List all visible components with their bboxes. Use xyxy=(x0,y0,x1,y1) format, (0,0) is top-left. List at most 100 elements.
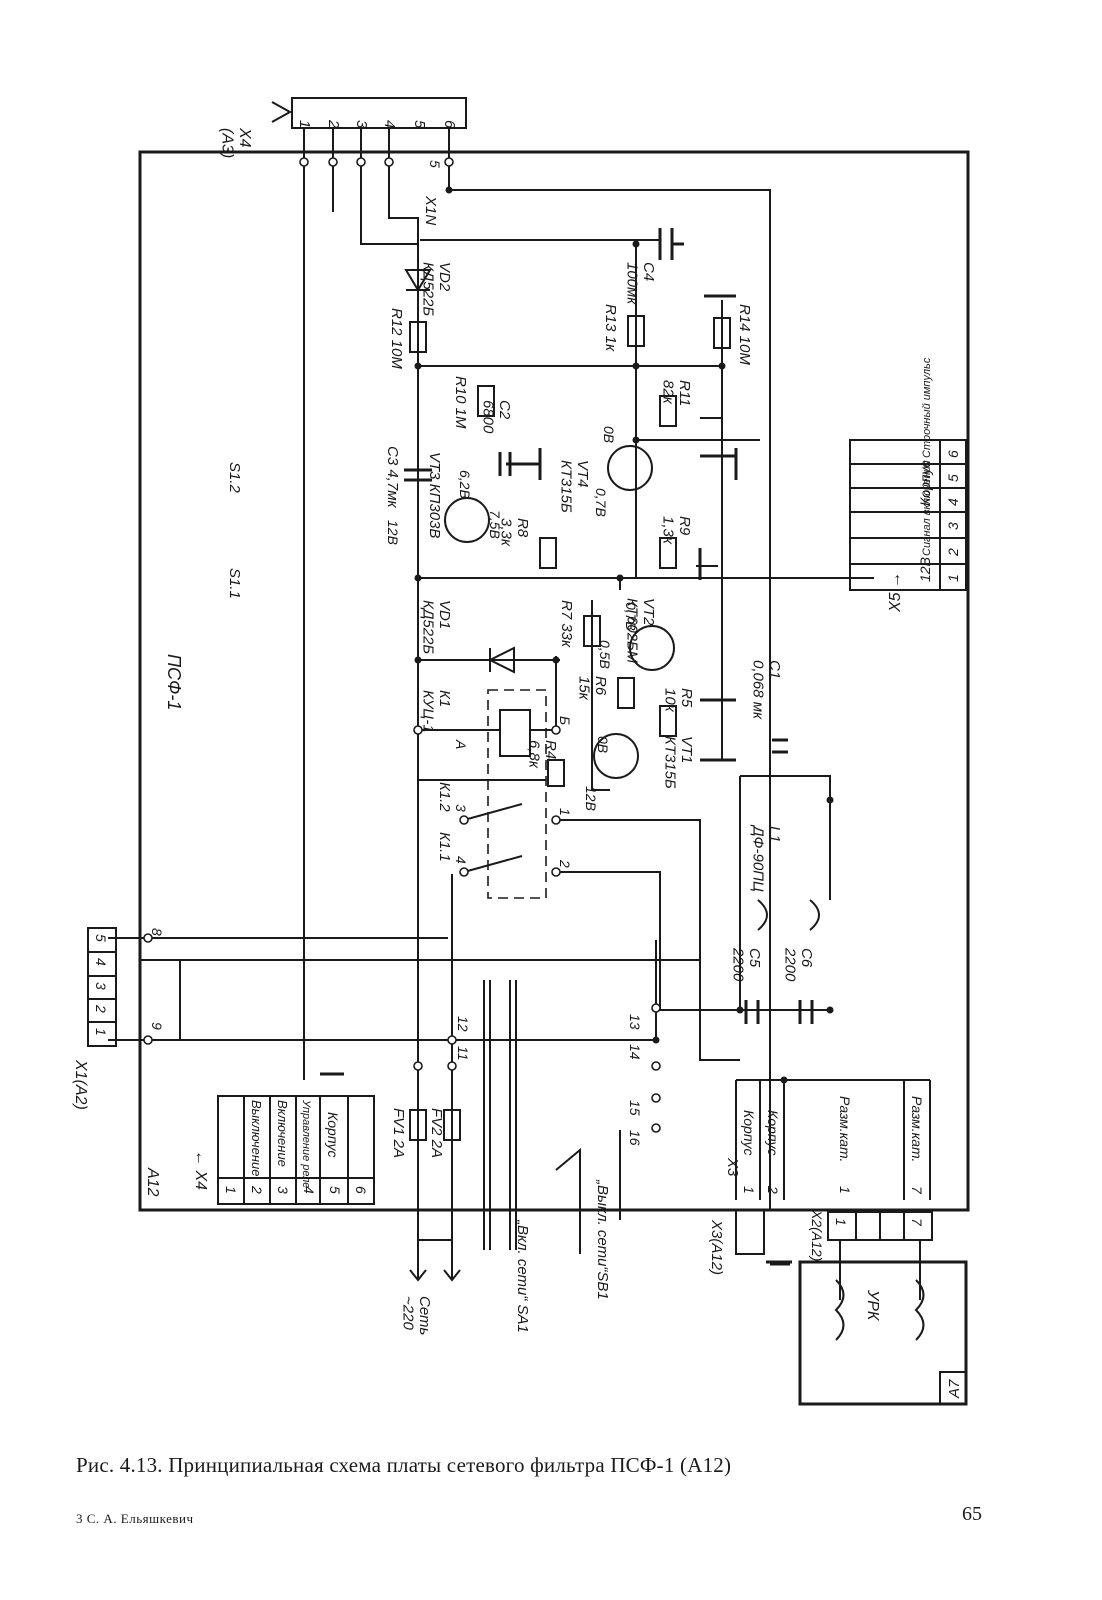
x3-row-7-n: 7 xyxy=(909,1186,925,1195)
x1-pin-4: 4 xyxy=(93,958,109,966)
x5-table-label: Х5 → xyxy=(887,572,904,613)
x1-label: Х1(А2) xyxy=(72,1059,89,1110)
x4-top-plug-symbol xyxy=(271,101,293,123)
label-k12: К1.2 xyxy=(436,782,453,812)
label-s12: S1.2 xyxy=(226,462,243,494)
figure-caption: Рис. 4.13. Принципиальная схема платы се… xyxy=(76,1453,732,1477)
x4-row-3-n: 3 xyxy=(275,1186,291,1194)
node-5: 5 xyxy=(427,160,443,168)
x3-row-4-n: 1 xyxy=(837,1186,853,1194)
x3-label-2: Х3(А12) xyxy=(708,1219,725,1275)
label-sb1: „Выкл. сети“SB1 xyxy=(594,1179,611,1300)
x2-pin-1: 1 xyxy=(833,1218,849,1226)
node-8: 8 xyxy=(149,928,165,936)
label-r11: R1182к xyxy=(660,380,694,406)
node-15: 15 xyxy=(627,1100,643,1116)
voltage-7-5v: 7,5В xyxy=(487,510,503,539)
x4-row-2-n: 2 xyxy=(249,1185,265,1194)
x4-row-1-n: 1 xyxy=(223,1186,239,1194)
node-14: 14 xyxy=(627,1044,643,1060)
voltage-0v-a: 0В xyxy=(601,426,617,443)
label-l1: L1ДФ-90ПЦ xyxy=(750,824,784,892)
x4-row-4-n: 4 xyxy=(301,1186,317,1194)
x3-row-2-n: 2 xyxy=(765,1185,781,1194)
x4-top-pin-1: 1 xyxy=(296,120,313,128)
label-r5: R510к xyxy=(662,688,696,713)
x4-top-connector xyxy=(291,97,467,129)
voltage-0-7v-b: 0,7В xyxy=(623,602,639,631)
x1-pin-1: 1 xyxy=(93,1028,109,1036)
node-16: 16 xyxy=(627,1130,643,1146)
x4-row-4-t: Управление реле xyxy=(300,1099,312,1188)
x4-top-pin-2: 2 xyxy=(325,119,342,129)
page-number: 65 xyxy=(962,1503,982,1525)
node-a: А xyxy=(453,739,469,749)
x4-top-pin-4: 4 xyxy=(381,120,398,128)
x5-row-1-t: 12В xyxy=(917,557,933,582)
label-vt4: VT4КТ315Б xyxy=(558,460,592,513)
node-1: 1 xyxy=(557,808,573,816)
x5-row-1-n: 1 xyxy=(945,574,961,582)
node-2: 2 xyxy=(557,859,573,868)
label-c1: С10,068 мк xyxy=(750,660,784,720)
footer-author: 3 С. А. Ельяшкевич xyxy=(76,1511,194,1526)
x5-row-4-n: 4 xyxy=(945,498,961,506)
x4-top-pin-6: 6 xyxy=(441,120,458,129)
voltage-12v-a: 12В xyxy=(385,520,401,545)
a7-label-box xyxy=(939,1371,967,1405)
x5-row-6-t: Строчный импульс xyxy=(921,357,933,458)
label-x1n: Х1N xyxy=(422,195,439,225)
x5-row-2-t: Сигнал включения xyxy=(921,460,933,556)
x3-row-7-t: Разм.кат. xyxy=(909,1096,925,1162)
node-11: 11 xyxy=(455,1046,471,1061)
x1-pin-5: 5 xyxy=(93,934,109,942)
label-r6: R615к xyxy=(576,676,610,701)
terminal-pins xyxy=(143,157,661,1133)
voltage-6-2v: 6,2В xyxy=(457,470,473,499)
x4-row-2-t: Выключение xyxy=(249,1100,264,1176)
a7-block-outline xyxy=(798,1260,968,1406)
label-c2: С26800 xyxy=(480,400,514,434)
label-sa1: „Вкл. сети“ SA1 xyxy=(514,1219,531,1333)
node-b: Б xyxy=(557,716,573,725)
voltage-0v-b: 0В xyxy=(595,736,611,753)
x4-row-6-n: 6 xyxy=(353,1186,369,1194)
label-fv1: FV1 2А xyxy=(390,1108,407,1158)
label-c5: С52200 xyxy=(730,947,764,982)
resistor-group xyxy=(409,315,731,1141)
voltage-0-7v-a: 0,7В xyxy=(593,488,609,517)
x4-row-3-t: Включение xyxy=(275,1100,290,1167)
x4-row-5-t: Корпус xyxy=(325,1112,341,1158)
x2-pin-7: 7 xyxy=(909,1218,925,1227)
label-r8: R83,3к xyxy=(498,518,532,547)
label-vt3: VT3 КП303В xyxy=(426,452,443,538)
label-r12: R12 10М xyxy=(388,308,405,369)
label-board-name: ПСФ-1 xyxy=(164,654,184,710)
board-outline xyxy=(138,150,970,1212)
x4-row-5-n: 5 xyxy=(327,1186,343,1194)
label-r4: R46,8к xyxy=(526,740,560,769)
label-mains: Сеть~220 xyxy=(400,1296,434,1336)
node-9: 9 xyxy=(149,1022,165,1030)
label-vt2: VT2КТ602БМ xyxy=(624,598,658,664)
x4-table-label: ← Х4 xyxy=(192,1150,209,1190)
x4-top-label: Х4(А3) xyxy=(218,127,253,158)
label-k11: К1.1 xyxy=(436,832,453,862)
x4-top-pin-5: 5 xyxy=(411,120,428,129)
a7-label: А7 xyxy=(946,1379,963,1399)
junctions xyxy=(414,186,834,1084)
x5-row-6-n: 6 xyxy=(945,450,961,458)
label-r14: R14 10М xyxy=(736,304,753,365)
x2-label: Х2(А12) xyxy=(809,1209,825,1261)
label-r9: R91,3к xyxy=(660,516,694,545)
x5-row-2-n: 2 xyxy=(945,548,961,557)
node-3: 3 xyxy=(453,804,469,812)
x3-row-1-t: Корпус xyxy=(741,1110,757,1156)
x3-row-4-t: Разм.кат. xyxy=(837,1096,853,1162)
node-4: 4 xyxy=(453,856,469,864)
label-r7: R7 33к xyxy=(558,600,575,648)
x5-row-3-n: 3 xyxy=(945,522,961,530)
label-c3: С3 4,7мк xyxy=(384,446,401,508)
x4-top-pin-3: 3 xyxy=(353,120,370,129)
x1-pin-3: 3 xyxy=(93,982,109,990)
